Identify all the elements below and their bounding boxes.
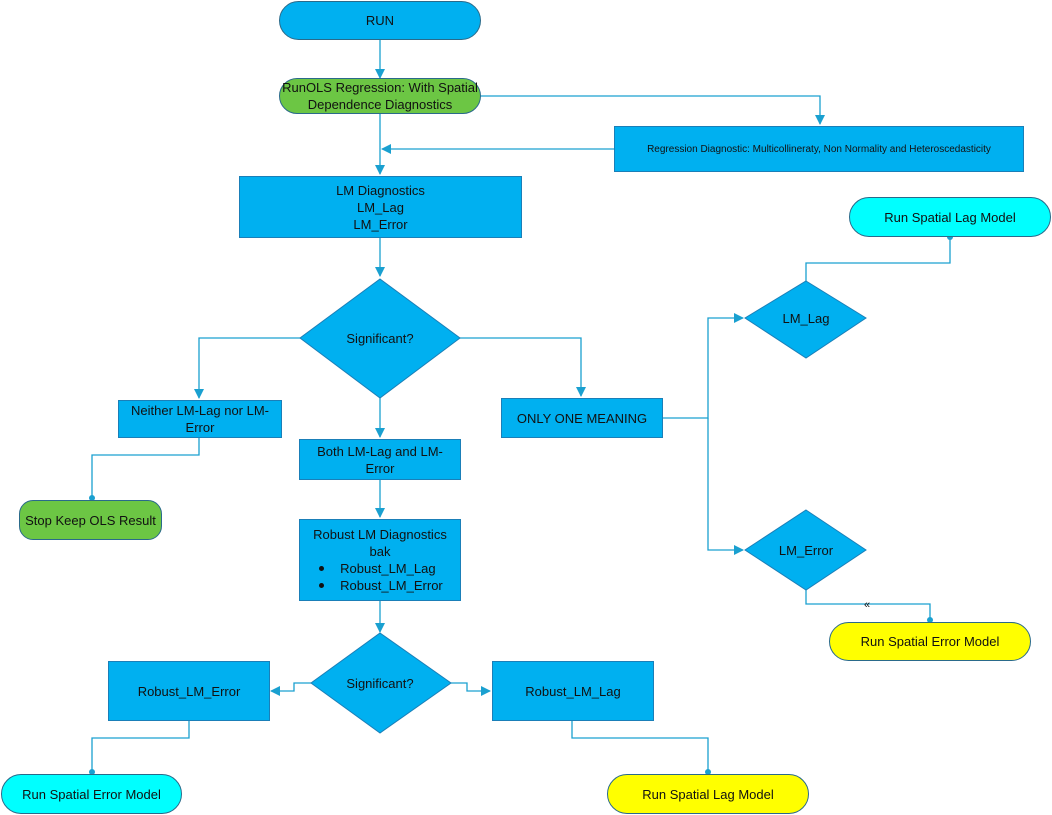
edge-robust-error-to-sem xyxy=(91,721,190,772)
edge-ols-to-regression xyxy=(480,95,825,125)
robust-lm-diagnostics-node: Robust LM Diagnostics bak Robust_LM_Lag … xyxy=(299,519,461,601)
robust-lm-error-label: Robust_LM_Error xyxy=(137,683,241,699)
ols-label-line2: Dependence Diagnostics xyxy=(307,97,453,112)
edge-sig2-to-robust-lag xyxy=(451,682,491,696)
run-spatial-lag-right-node: Run Spatial Lag Model xyxy=(849,197,1051,237)
robust-lm-lag-node: Robust_LM_Lag xyxy=(492,661,654,721)
ols-label-line1: RunOLS Regression: With Spatial xyxy=(282,80,478,95)
significant-1-diamond xyxy=(299,278,461,399)
bullet-icon xyxy=(319,583,325,588)
lm-error-label-box: LM_Error xyxy=(756,538,856,562)
ols-regression-node: RunOLS Regression: With Spatial Dependen… xyxy=(279,78,481,114)
lm-lag-label: LM_Lag xyxy=(782,310,830,326)
run-spatial-error-right-node: Run Spatial Error Model xyxy=(829,622,1031,661)
both-label-line2: Error xyxy=(365,460,395,476)
significant-2-diamond xyxy=(310,632,452,734)
bullet-icon xyxy=(319,566,325,571)
neither-label-line2: Error xyxy=(185,420,215,435)
edge-robust-lag-to-slm xyxy=(571,721,709,772)
robust-list-item: Robust_LM_Lag xyxy=(319,560,447,577)
edge-onlyone-to-lmerror xyxy=(707,418,744,555)
robust-item-lag: Robust_LM_Lag xyxy=(340,561,436,576)
neither-node: Neither LM-Lag nor LM- Error xyxy=(118,400,282,438)
robust-item-error: Robust_LM_Error xyxy=(340,578,443,593)
edge-sig1-to-neither xyxy=(194,337,300,399)
edge-lmerror-to-sem-right xyxy=(805,590,931,620)
edge-sig1-to-onlyone xyxy=(460,337,586,397)
regression-diagnostic-label: Regression Diagnostic: Multicollineraty,… xyxy=(647,143,991,155)
stop-keep-ols-label: Stop Keep OLS Result xyxy=(25,512,156,528)
neither-label-line1: Neither LM-Lag nor LM- xyxy=(131,403,269,418)
robust-lm-error-node: Robust_LM_Error xyxy=(108,661,270,721)
run-node: RUN xyxy=(279,1,481,40)
lm-error-diamond xyxy=(744,509,867,591)
robust-list-item: Robust_LM_Error xyxy=(319,577,447,594)
connector-dot xyxy=(927,617,933,623)
robust-subtitle: bak xyxy=(369,544,391,559)
stray-glyph: « xyxy=(864,599,871,611)
run-spatial-error-bottom-node: Run Spatial Error Model xyxy=(1,774,182,814)
both-node: Both LM-Lag and LM- Error xyxy=(299,439,461,480)
significant-1-label-box: Significant? xyxy=(320,326,440,350)
run-spatial-error-bottom-label: Run Spatial Error Model xyxy=(22,786,161,802)
connector-dot xyxy=(705,769,711,775)
run-spatial-lag-bottom-label: Run Spatial Lag Model xyxy=(642,786,774,802)
both-label-line1: Both LM-Lag and LM- xyxy=(317,443,443,459)
stop-keep-ols-node: Stop Keep OLS Result xyxy=(19,500,162,540)
lm-lag-diamond xyxy=(744,280,867,359)
run-spatial-lag-right-label: Run Spatial Lag Model xyxy=(884,209,1016,225)
lm-error-label: LM_Error xyxy=(778,542,834,558)
connector-dot xyxy=(89,769,95,775)
edge-onlyone-to-lmlag xyxy=(663,313,744,419)
robust-lm-lag-label: Robust_LM_Lag xyxy=(525,683,621,699)
significant-2-label: Significant? xyxy=(346,675,414,691)
lm-lag-label-box: LM_Lag xyxy=(756,306,856,330)
connector-dot xyxy=(89,495,95,501)
run-spatial-lag-bottom-node: Run Spatial Lag Model xyxy=(607,774,809,814)
robust-title: Robust LM Diagnostics xyxy=(313,527,447,542)
lm-diagnostics-lag: LM_Lag xyxy=(357,199,404,215)
lm-diagnostics-error: LM_Error xyxy=(353,216,408,232)
only-one-meaning-node: ONLY ONE MEANING xyxy=(501,398,663,438)
edge-sig2-to-robust-error xyxy=(270,682,311,696)
only-one-meaning-label: ONLY ONE MEANING xyxy=(516,410,648,426)
edge-lmlag-to-slm-right xyxy=(805,237,951,281)
significant-1-label: Significant? xyxy=(346,330,414,346)
run-spatial-error-right-label: Run Spatial Error Model xyxy=(860,634,1000,649)
significant-2-label-box: Significant? xyxy=(320,671,440,695)
regression-diagnostic-node: Regression Diagnostic: Multicollineraty,… xyxy=(614,126,1024,172)
lm-diagnostics-title: LM Diagnostics xyxy=(336,182,425,198)
edge-neither-to-stop xyxy=(91,438,200,498)
run-label: RUN xyxy=(365,13,395,28)
lm-diagnostics-node: LM Diagnostics LM_Lag LM_Error xyxy=(239,176,522,238)
